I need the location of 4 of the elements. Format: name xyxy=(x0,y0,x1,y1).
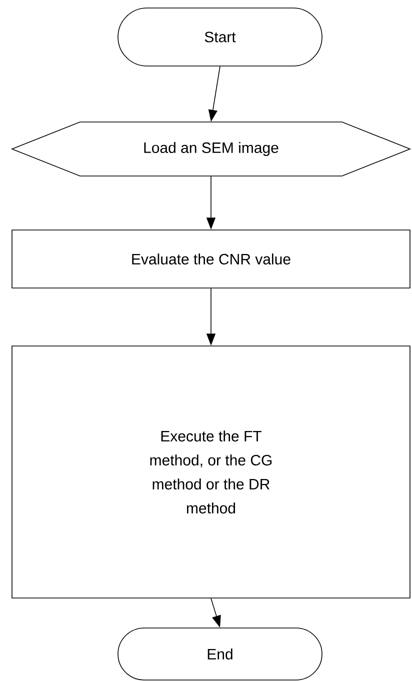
terminal-box: Start xyxy=(118,8,322,66)
process-box: Evaluate the CNR value xyxy=(12,230,410,288)
process-box: Execute the FT method, or the CG method or the DR method xyxy=(12,346,410,598)
terminal-box: End xyxy=(118,628,322,680)
